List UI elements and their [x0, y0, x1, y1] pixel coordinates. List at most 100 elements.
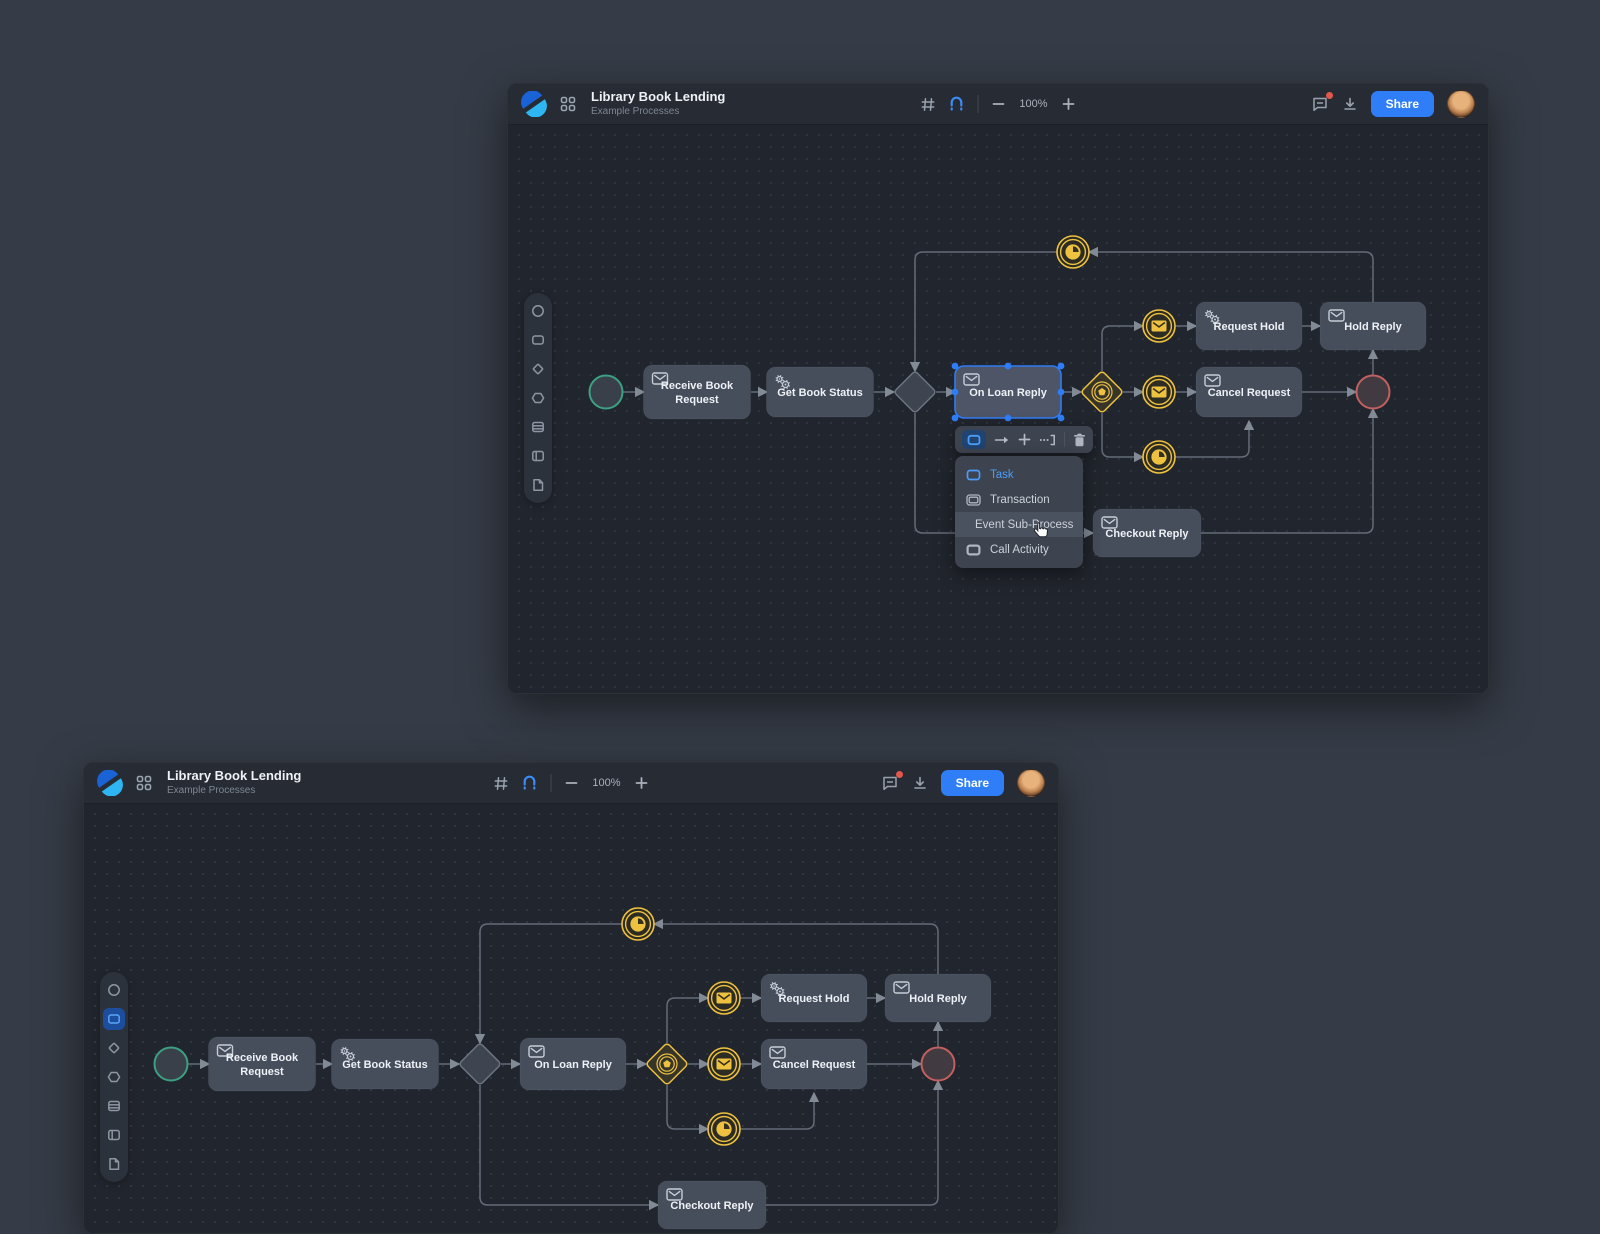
node-hold-reply[interactable]: Hold Reply: [1319, 301, 1427, 351]
node-start[interactable]: [588, 374, 624, 410]
node-message-catch-cancel[interactable]: [707, 1047, 741, 1081]
flow-gateway-to-timer[interactable]: [1101, 413, 1145, 463]
app-logo[interactable]: [521, 91, 547, 117]
menu-item-event-sub-process[interactable]: Event Sub-Process: [955, 512, 1083, 537]
event-circle-tool[interactable]: [527, 300, 549, 322]
annotation-button[interactable]: [1039, 434, 1056, 446]
flow-timer-to-cancel[interactable]: [740, 1091, 820, 1130]
node-merge-gateway[interactable]: [459, 1043, 501, 1085]
flow-merge-to-checkout[interactable]: [479, 1085, 660, 1211]
node-on-loan-reply[interactable]: On Loan Reply: [519, 1037, 627, 1091]
node-message-catch-hold[interactable]: [1142, 309, 1176, 343]
download-icon[interactable]: [912, 775, 928, 791]
node-request-hold[interactable]: Request Hold: [760, 973, 868, 1023]
menu-item-call-activity[interactable]: Call Activity: [955, 537, 1083, 562]
pool-lane-tool[interactable]: [103, 1124, 125, 1146]
share-button[interactable]: Share: [1370, 91, 1434, 117]
subprocess-tool[interactable]: [527, 416, 549, 438]
selection-handle[interactable]: [1057, 362, 1065, 370]
node-merge-gateway[interactable]: [894, 371, 936, 413]
flow-gateway-to-msg1[interactable]: [666, 992, 710, 1043]
task-rectangle-tool[interactable]: [527, 329, 549, 351]
selection-handle[interactable]: [951, 362, 959, 370]
magnet-snap-icon[interactable]: [949, 96, 965, 112]
download-icon[interactable]: [1342, 96, 1358, 112]
selection-handle[interactable]: [1057, 388, 1065, 396]
selection-handle[interactable]: [1057, 414, 1065, 422]
node-on-loan-reply[interactable]: On Loan Reply: [951, 362, 1065, 422]
selection-handle[interactable]: [951, 414, 959, 422]
flow-gateway-to-timer[interactable]: [666, 1085, 710, 1135]
menu-item-label: Event Sub-Process: [975, 518, 1074, 531]
hexagon-tool[interactable]: [103, 1066, 125, 1088]
node-end[interactable]: [920, 1046, 956, 1082]
node-event-gateway[interactable]: [646, 1043, 688, 1085]
node-timer-catch-low[interactable]: [707, 1112, 741, 1146]
app-logo[interactable]: [97, 770, 123, 796]
document-tool[interactable]: [527, 474, 549, 496]
node-cancel-request[interactable]: Cancel Request: [1195, 366, 1303, 418]
apps-grid-icon[interactable]: [136, 775, 152, 791]
document-tool[interactable]: [103, 1153, 125, 1175]
node-get-book-status[interactable]: Get Book Status: [766, 366, 874, 418]
node-start[interactable]: [153, 1046, 189, 1082]
comments-icon[interactable]: [881, 771, 903, 792]
magnet-snap-icon[interactable]: [522, 775, 538, 791]
node-checkout-reply[interactable]: Checkout Reply: [1092, 508, 1202, 558]
menu-item-transaction[interactable]: Transaction: [955, 487, 1083, 512]
node-timer-catch-top[interactable]: [621, 907, 655, 941]
share-button[interactable]: Share: [940, 770, 1004, 796]
flow-checkout-to-end[interactable]: [1201, 407, 1379, 534]
delete-button[interactable]: [1073, 433, 1086, 447]
connect-arrow-button[interactable]: [994, 434, 1010, 446]
node-timer-catch-top[interactable]: [1056, 235, 1090, 269]
node-request-hold[interactable]: Request Hold: [1195, 301, 1303, 351]
hash-grid-icon[interactable]: [921, 97, 936, 112]
zoom-in-icon[interactable]: [635, 776, 649, 790]
flow-toptimer-to-merge[interactable]: [474, 923, 622, 1045]
gateway-diamond-tool[interactable]: [527, 358, 549, 380]
zoom-out-icon[interactable]: [565, 776, 579, 790]
node-end[interactable]: [1355, 374, 1391, 410]
node-timer-catch-low[interactable]: [1142, 440, 1176, 474]
task-rectangle-tool[interactable]: [103, 1008, 125, 1030]
menu-item-task[interactable]: Task: [955, 462, 1083, 487]
page-title: Library Book Lending: [167, 768, 302, 784]
node-checkout-reply[interactable]: Checkout Reply: [657, 1180, 767, 1230]
menu-item-label: Task: [990, 468, 1014, 481]
selection-handle[interactable]: [1004, 362, 1012, 370]
avatar[interactable]: [1017, 769, 1045, 797]
node-cancel-request[interactable]: Cancel Request: [760, 1038, 868, 1090]
flow-gateway-to-msg1[interactable]: [1101, 320, 1145, 371]
comments-icon[interactable]: [1311, 92, 1333, 113]
pool-lane-tool[interactable]: [527, 445, 549, 467]
shape-type-button[interactable]: [962, 430, 986, 449]
flow-toptimer-to-merge[interactable]: [909, 251, 1057, 373]
gateway-diamond-tool[interactable]: [103, 1037, 125, 1059]
node-event-gateway[interactable]: [1081, 371, 1123, 413]
avatar[interactable]: [1447, 90, 1475, 118]
flow-merge-to-checkout[interactable]: [914, 413, 1095, 539]
flow-timer-to-cancel[interactable]: [1175, 419, 1255, 458]
node-message-catch-hold[interactable]: [707, 981, 741, 1015]
flow-holdreply-to-toptimer[interactable]: [1087, 246, 1374, 302]
add-shape-button[interactable]: [1018, 433, 1031, 446]
flow-holdreply-to-toptimer[interactable]: [652, 918, 939, 974]
subprocess-tool[interactable]: [103, 1095, 125, 1117]
apps-grid-icon[interactable]: [560, 96, 576, 112]
flow-checkout-to-end[interactable]: [766, 1079, 944, 1206]
selection-handle[interactable]: [1004, 414, 1012, 422]
selection-handle[interactable]: [951, 388, 959, 396]
node-message-catch-cancel[interactable]: [1142, 375, 1176, 409]
event-circle-tool[interactable]: [103, 979, 125, 1001]
node-get-book-status[interactable]: Get Book Status: [331, 1038, 439, 1090]
zoom-out-icon[interactable]: [992, 97, 1006, 111]
node-hold-reply[interactable]: Hold Reply: [884, 973, 992, 1023]
hash-grid-icon[interactable]: [494, 776, 509, 791]
zoom-in-icon[interactable]: [1062, 97, 1076, 111]
hexagon-tool[interactable]: [527, 387, 549, 409]
